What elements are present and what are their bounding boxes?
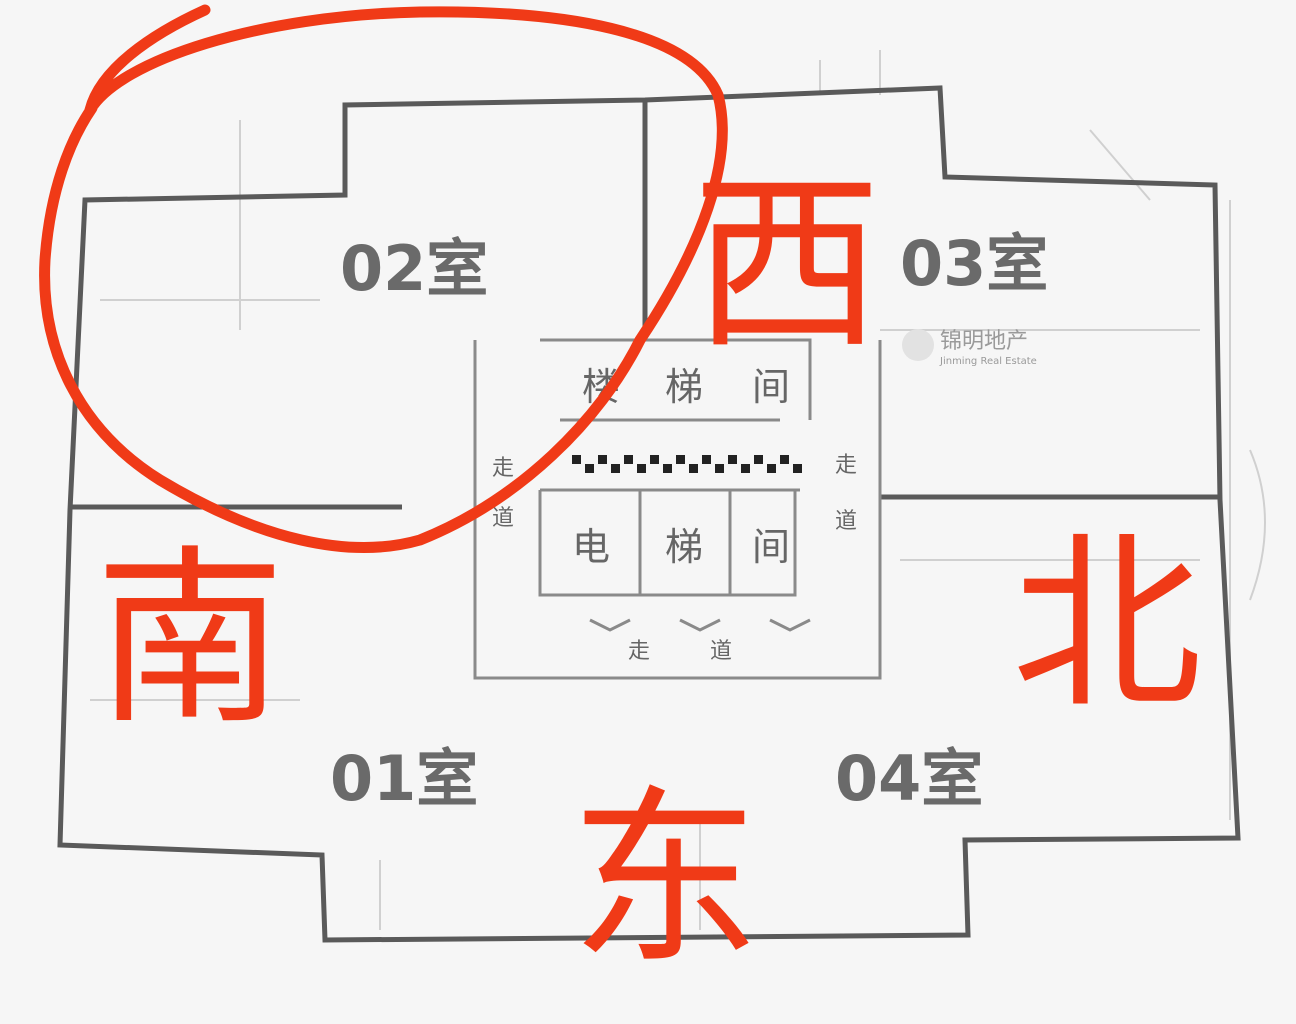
checker-tile (741, 464, 750, 473)
room-03-label: 03室 (900, 227, 1048, 300)
faint-background-lines (90, 50, 1266, 930)
checker-tile (611, 464, 620, 473)
west-label: 西 (692, 154, 882, 375)
checker-tile (715, 464, 724, 473)
checker-tile (676, 455, 685, 464)
checker-tile (793, 464, 802, 473)
checker-tile (572, 455, 581, 464)
outer-walls (57, 85, 1241, 943)
elevator-char-3: 间 (752, 525, 790, 569)
checker-tile (702, 455, 711, 464)
checker-tile (624, 455, 633, 464)
checker-tile (650, 455, 659, 464)
checker-tile (754, 455, 763, 464)
east-label: 东 (570, 769, 760, 990)
circled-room-02-loop (39, 4, 728, 553)
corridor-left-char-2: 道 (492, 506, 514, 531)
watermark-logo-icon (902, 329, 934, 361)
elevator-char-2: 梯 (665, 525, 703, 569)
checker-tile (585, 464, 594, 473)
checker-tile (780, 455, 789, 464)
interior-walls (72, 100, 1220, 680)
watermark: 锦明地产 Jinming Real Estate (902, 329, 1037, 367)
corridor-bottom-char-2: 道 (710, 639, 732, 664)
checker-tile (663, 464, 672, 473)
stairwell-char-2: 梯 (665, 365, 703, 409)
red-annotations: 西 东 南 北 (39, 4, 1202, 990)
checker-tile (637, 464, 646, 473)
checker-tile (728, 455, 737, 464)
stairwell-char-3: 间 (752, 365, 790, 409)
watermark-cn: 锦明地产 (940, 329, 1028, 354)
corridor-left-char-1: 走 (492, 456, 514, 481)
watermark-en: Jinming Real Estate (939, 356, 1037, 367)
checker-tile (598, 455, 607, 464)
room-04-label: 04室 (835, 742, 983, 815)
checker-tile (767, 464, 776, 473)
room-01-label: 01室 (330, 742, 478, 815)
elevator-char-1: 电 (572, 525, 610, 569)
checker-tile (689, 464, 698, 473)
north-label: 北 (1012, 514, 1202, 735)
corridor-right-char-2: 道 (835, 509, 857, 534)
corridor-right-char-1: 走 (835, 453, 857, 478)
corridor-bottom-char-1: 走 (628, 639, 650, 664)
south-label: 南 (95, 529, 285, 750)
room-02-label: 02室 (340, 232, 488, 305)
elevator-lobby-pattern (572, 455, 802, 473)
